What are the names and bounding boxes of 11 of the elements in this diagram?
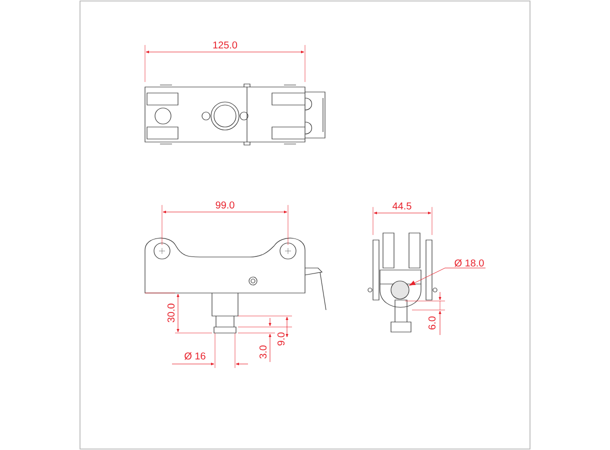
dimension-text: 99.0 — [216, 201, 234, 209]
leader-line — [409, 268, 486, 286]
bore-hole — [390, 280, 410, 300]
dimension-text: 125.0 — [213, 41, 238, 49]
dimension-text: 9.0 — [277, 332, 285, 346]
dimension-text: 44.5 — [392, 202, 412, 210]
dimension-text: Ø 16 — [184, 352, 206, 360]
dimension-text: 3.0 — [259, 345, 267, 359]
dimension-text: Ø 18.0 — [454, 259, 484, 267]
dimension-text: 30.0 — [167, 304, 175, 322]
dimension-text: 6.0 — [428, 316, 436, 330]
